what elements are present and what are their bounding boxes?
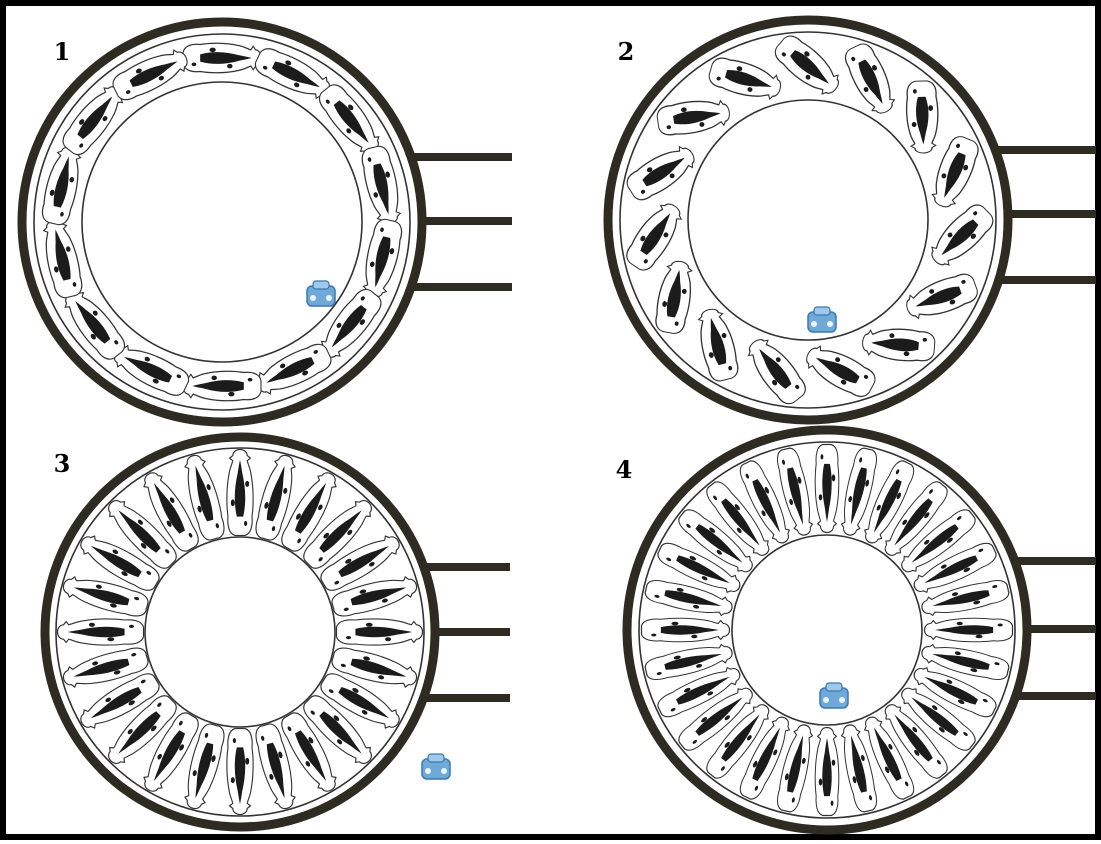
- platform-inner-edge: [145, 537, 335, 727]
- panel-number: 4: [616, 455, 633, 484]
- rotary-panel-3: 3: [45, 437, 510, 827]
- platform-inner-edge: [82, 82, 362, 362]
- rotary-panel-2: 2: [608, 20, 1096, 420]
- milking-robot-icon: [422, 754, 450, 779]
- rotary-panel-1: 1: [22, 22, 512, 422]
- panels-layer: 1 2 3 4: [22, 20, 1096, 830]
- panel-number: 1: [54, 37, 71, 66]
- panel-number: 3: [54, 449, 71, 478]
- rotary-panel-4: 4: [616, 430, 1096, 830]
- panel-number: 2: [618, 37, 635, 66]
- platform-inner-edge: [688, 100, 928, 340]
